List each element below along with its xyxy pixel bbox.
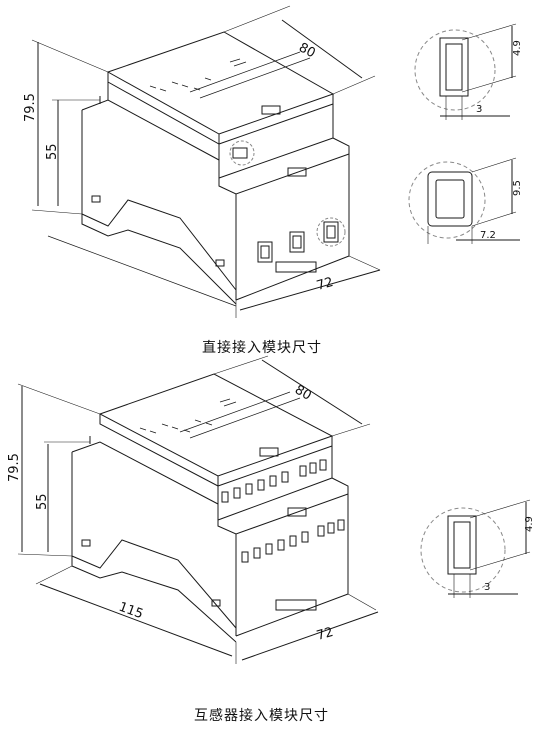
top-detail-a-w: 3 [476,104,482,115]
top-detail-b [408,157,520,244]
bottom-latch-mid [287,507,307,517]
dim-55-top: 55 [45,143,60,160]
top-upper-terminal [232,147,248,159]
top-lid-front [107,72,220,145]
top-module-drawing [31,5,381,318]
top-upper-body [218,104,334,179]
dim-line-80-bottom [261,359,363,425]
bottom-detail-a-h: 4.9 [524,516,535,532]
top-caption: 直接接入模块尺寸 [202,340,322,356]
top-detail-a-h: 4.9 [512,40,523,56]
dim-55-bottom: 55 [35,493,50,510]
top-din-clip [275,261,317,273]
top-detail-b-w: 7.2 [480,230,496,241]
dim-line-72-top [239,269,381,311]
bottom-detail-a-w: 3 [484,582,490,593]
dim-line-80-top [281,19,363,79]
dim-72-top: 72 [315,275,335,294]
bottom-upper-terminals [221,459,327,503]
bottom-din-clip [275,599,317,611]
bottom-lower-terminals [241,519,345,563]
top-left-body [81,110,237,291]
top-latch [261,105,281,115]
dim-80-top: 80 [296,40,318,61]
top-detail-a [414,23,517,120]
bottom-latch [259,447,279,457]
top-latch-mid [287,167,307,177]
dim-79-5-bottom: 79.5 [7,453,22,482]
bottom-module-drawing [17,355,379,664]
top-lid-labels [149,58,247,92]
dim-72-bottom: 72 [315,625,335,644]
bottom-detail-a [420,499,531,598]
dim-line-72-bottom [241,611,379,661]
top-detail-b-h: 9.5 [512,180,523,196]
dim-80-bottom: 80 [292,382,314,403]
top-terminals [229,140,346,263]
dim-79-5-top: 79.5 [23,93,38,122]
dim-line-115-bottom [39,583,233,657]
dim-115-bottom: 115 [117,600,145,623]
dim-line-depth-top [47,235,237,307]
bottom-caption: 互感器接入模块尺寸 [194,708,329,724]
